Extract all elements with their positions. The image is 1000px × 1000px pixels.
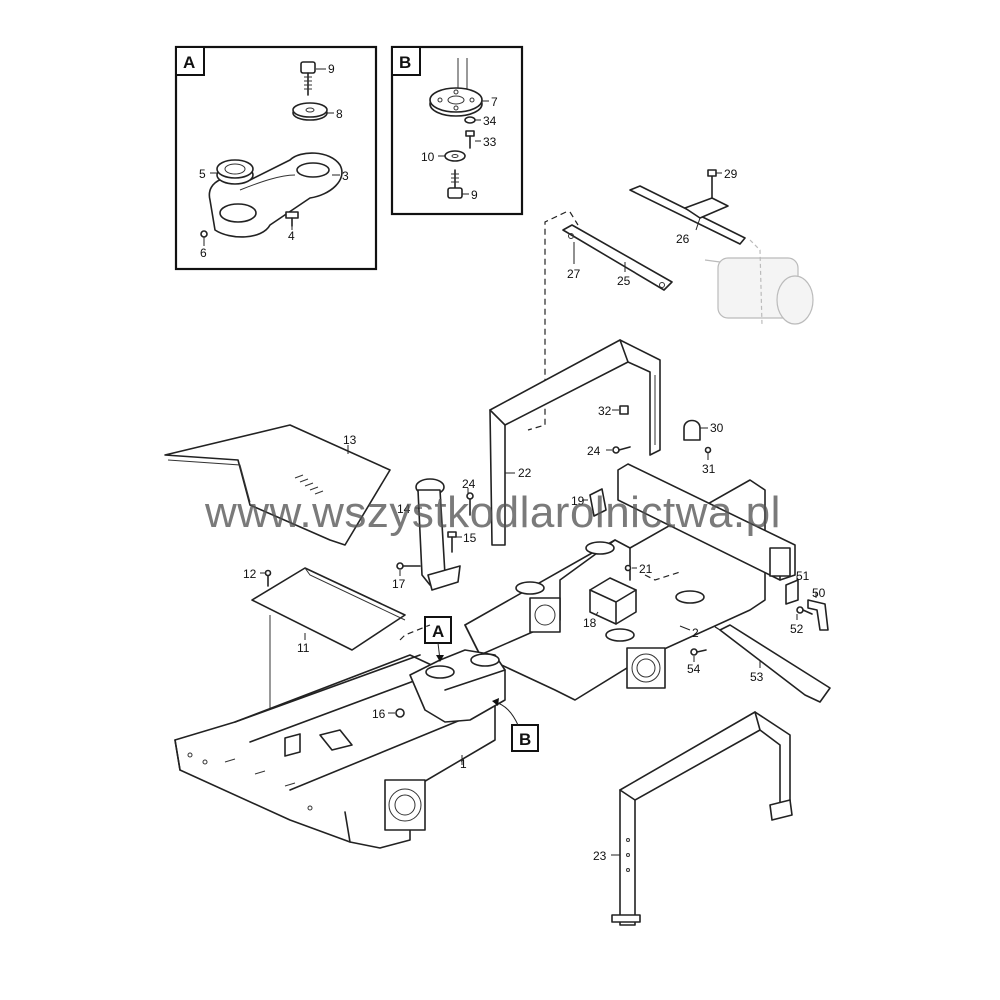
bolt-part-9-b bbox=[447, 169, 463, 199]
label-54: 54 bbox=[687, 662, 701, 676]
bolt-part-24-lower bbox=[466, 492, 474, 516]
label-10: 10 bbox=[421, 150, 435, 164]
label-19: 19 bbox=[571, 494, 585, 508]
label-23: 23 bbox=[593, 849, 607, 863]
label-16: 16 bbox=[372, 707, 386, 721]
label-4: 4 bbox=[288, 229, 295, 243]
label-8: 8 bbox=[336, 107, 343, 121]
inset-b-tag: B bbox=[399, 53, 411, 72]
clip-part-30 bbox=[683, 419, 701, 441]
washer-part-34 bbox=[464, 116, 476, 124]
bracket-part-53 bbox=[711, 624, 831, 703]
label-2: 2 bbox=[692, 626, 699, 640]
bolt-part-33 bbox=[465, 130, 475, 149]
screw-part-6 bbox=[200, 230, 208, 238]
inset-a: A 9 8 3 5 bbox=[174, 45, 378, 271]
label-27: 27 bbox=[567, 267, 581, 281]
callout-a-text: A bbox=[432, 622, 444, 641]
label-12: 12 bbox=[243, 567, 257, 581]
bolt-part-17 bbox=[396, 562, 421, 570]
cover-plate-part-13 bbox=[164, 424, 391, 546]
hitch-pin-part-50 bbox=[807, 599, 829, 631]
label-34: 34 bbox=[483, 114, 497, 128]
label-14: 14 bbox=[397, 502, 411, 516]
label-9: 9 bbox=[328, 62, 335, 76]
washer-part-10 bbox=[444, 150, 466, 162]
label-5: 5 bbox=[199, 167, 206, 181]
grease-nipple-part-4 bbox=[285, 211, 299, 227]
label-26: 26 bbox=[676, 232, 690, 246]
ghosted-engine bbox=[704, 239, 814, 326]
label-52: 52 bbox=[790, 622, 804, 636]
pin-part-52 bbox=[796, 606, 813, 615]
label-17: 17 bbox=[392, 577, 406, 591]
bracket-part-19 bbox=[589, 488, 607, 517]
label-25: 25 bbox=[617, 274, 631, 288]
floor-plate-part-11 bbox=[251, 567, 406, 651]
watermark-text: www.wszystkodlarolnictwa.pl bbox=[204, 488, 781, 537]
callout-b: B bbox=[492, 698, 539, 752]
inset-b: B 7 34 33 bbox=[390, 45, 524, 216]
label-50: 50 bbox=[812, 586, 826, 600]
label-15: 15 bbox=[463, 531, 477, 545]
label-13: 13 bbox=[343, 433, 357, 447]
bolt-part-54 bbox=[690, 648, 707, 656]
label-51: 51 bbox=[796, 569, 810, 583]
label-22: 22 bbox=[518, 466, 532, 480]
washer-part-8 bbox=[292, 102, 328, 121]
label-6: 6 bbox=[200, 246, 207, 260]
label-18: 18 bbox=[583, 616, 597, 630]
label-32: 32 bbox=[598, 404, 612, 418]
label-53: 53 bbox=[750, 670, 764, 684]
bolt-part-15 bbox=[447, 531, 457, 553]
label-3: 3 bbox=[342, 169, 349, 183]
nut-part-16 bbox=[395, 708, 405, 718]
flange-plate-part-7 bbox=[429, 87, 483, 117]
label-30: 30 bbox=[710, 421, 724, 435]
bracket-part-26 bbox=[629, 169, 746, 245]
frame-part-22 bbox=[489, 339, 661, 546]
bearing-part-5 bbox=[216, 159, 254, 185]
callout-b-text: B bbox=[519, 730, 531, 749]
tread-pattern bbox=[294, 474, 324, 495]
label-33: 33 bbox=[483, 135, 497, 149]
pedal-part-14 bbox=[415, 478, 461, 591]
bolt-part-24-upper bbox=[612, 446, 631, 454]
label-1: 1 bbox=[460, 757, 467, 771]
bolt-part-21 bbox=[624, 564, 632, 572]
label-11: 11 bbox=[297, 641, 310, 655]
pivot-block bbox=[409, 649, 506, 723]
link-arm-part-3 bbox=[208, 152, 343, 238]
inset-a-tag: A bbox=[183, 53, 195, 72]
label-29: 29 bbox=[724, 167, 738, 181]
plate-part-51 bbox=[785, 579, 799, 605]
label-24: 24 bbox=[587, 444, 601, 458]
screw-part-31 bbox=[704, 446, 712, 454]
screw-part-12 bbox=[264, 569, 272, 587]
brace-part-25 bbox=[562, 224, 673, 291]
block-part-18 bbox=[589, 577, 637, 625]
label-9: 9 bbox=[471, 188, 478, 202]
label-7: 7 bbox=[491, 95, 498, 109]
bolt-part-9-a bbox=[300, 61, 316, 96]
label-31: 31 bbox=[702, 462, 716, 476]
cross-tube bbox=[617, 463, 796, 581]
label-24: 24 bbox=[462, 477, 476, 491]
label-21: 21 bbox=[639, 562, 653, 576]
frame-part-23 bbox=[611, 711, 793, 926]
nut-part-32 bbox=[619, 405, 629, 415]
callout-a: A bbox=[424, 616, 452, 662]
